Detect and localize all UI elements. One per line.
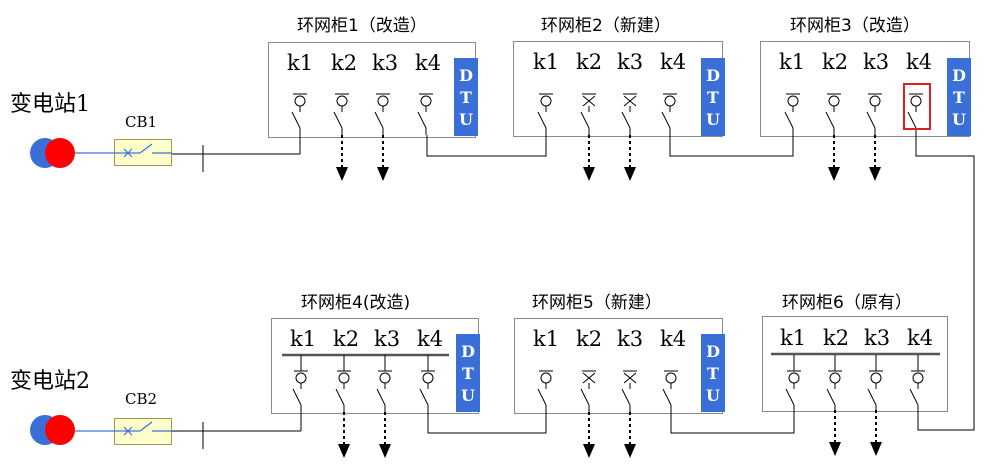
breaker-2-label: CB2 bbox=[125, 390, 158, 408]
cabinet-6-switch-k2 bbox=[826, 355, 842, 410]
cabinet-1-switch-k3 bbox=[374, 93, 390, 135]
cabinet-2-switch-k3 bbox=[621, 93, 637, 135]
cab6-k3-label: k3 bbox=[864, 326, 891, 350]
cab4-k4-label: k4 bbox=[417, 327, 444, 351]
cabinet-6-k2-feeder-arrow bbox=[829, 410, 841, 456]
cabinet-3-switch-k2 bbox=[825, 93, 841, 135]
cab3-k3-label: k3 bbox=[863, 50, 890, 74]
cab3-k1-label: k1 bbox=[779, 50, 806, 74]
cabinet-5-k2-feeder-arrow bbox=[583, 412, 595, 458]
cabinet-4-k3-feeder-arrow bbox=[379, 412, 391, 458]
station-1-label: 变电站1 bbox=[10, 92, 90, 117]
breaker-2-symbol bbox=[118, 421, 172, 436]
cabinet-1-switch-k4 bbox=[417, 93, 433, 135]
cab5-k2-label: k2 bbox=[576, 327, 603, 351]
cabinet-3-k2-feeder-arrow bbox=[828, 135, 840, 181]
cab2-k2-label: k2 bbox=[576, 50, 603, 74]
cab1-k2-label: k2 bbox=[331, 51, 358, 75]
breaker-1-symbol bbox=[118, 143, 172, 158]
cabinet-6-box bbox=[762, 316, 948, 412]
cabinet-5-switch-k2 bbox=[580, 370, 596, 412]
cabinet-4-switch-k2 bbox=[335, 355, 351, 412]
cabinet-5-k3-feeder-arrow bbox=[624, 412, 636, 458]
cabinet-5-switch-k3 bbox=[621, 370, 637, 412]
cabinet-3-switch-k1 bbox=[784, 93, 800, 135]
breaker-1-label: CB1 bbox=[125, 113, 158, 131]
cabinet-1-switch-k2 bbox=[333, 93, 349, 135]
cab6-k4-label: k4 bbox=[907, 326, 934, 350]
cabinet-2-switch-k4 bbox=[661, 93, 677, 135]
cabinet-1-title: 环网柜1（改造） bbox=[297, 16, 427, 36]
cabinet-6-title: 环网柜6（原有） bbox=[782, 293, 912, 313]
station-2-label: 变电站2 bbox=[10, 369, 90, 394]
cabinet-4-k2-feeder-arrow bbox=[338, 412, 350, 458]
cab4-k1-label: k1 bbox=[290, 327, 317, 351]
cab1-k3-label: k3 bbox=[372, 51, 399, 75]
cabinet-1-k2-feeder-arrow bbox=[336, 135, 348, 181]
cabinet-3-title: 环网柜3（改造） bbox=[790, 16, 920, 36]
cab4-k3-label: k3 bbox=[374, 327, 401, 351]
cab3-k2-label: k2 bbox=[822, 50, 849, 74]
cabinet-3-k4-highlight bbox=[903, 83, 931, 130]
cab6-k1-label: k1 bbox=[780, 326, 807, 350]
cab2-k1-label: k1 bbox=[533, 50, 560, 74]
cabinet-6-switch-k1 bbox=[785, 355, 801, 410]
cabinet-4-switch-k3 bbox=[376, 355, 392, 412]
cabinet-2-k3-feeder-arrow bbox=[624, 135, 636, 181]
cab3-k4-label: k4 bbox=[906, 50, 933, 74]
cab5-k3-label: k3 bbox=[617, 327, 644, 351]
cab2-k4-label: k4 bbox=[660, 50, 687, 74]
cab4-k2-label: k2 bbox=[333, 327, 360, 351]
cabinet-5-switch-k1 bbox=[537, 370, 553, 412]
cabinet-3-k3-feeder-arrow bbox=[869, 135, 881, 181]
cabinet-5-title: 环网柜5（新建） bbox=[532, 293, 662, 313]
cab2-k3-label: k3 bbox=[617, 50, 644, 74]
cabinet-6-k3-feeder-arrow bbox=[870, 410, 882, 456]
cabinet-2-switch-k1 bbox=[537, 93, 553, 135]
cab6-k2-label: k2 bbox=[823, 326, 850, 350]
source-2-red bbox=[45, 415, 75, 445]
cab5-k4-label: k4 bbox=[660, 327, 687, 351]
cabinet-6-switch-k3 bbox=[867, 355, 883, 410]
cabinet-2-title: 环网柜2（新建） bbox=[541, 16, 671, 36]
cabinet-4-switch-k1 bbox=[292, 355, 308, 412]
cabinet-2-switch-k2 bbox=[580, 93, 596, 135]
cabinet-4-switch-k4 bbox=[419, 355, 435, 412]
cab1-k1-label: k1 bbox=[287, 51, 314, 75]
cabinet-1-k3-feeder-arrow bbox=[377, 135, 389, 181]
cabinet-4-title: 环网柜4(改造) bbox=[301, 293, 411, 313]
cabinet-6-switch-k4 bbox=[909, 355, 925, 410]
source-1-red bbox=[45, 138, 75, 168]
cab1-k4-label: k4 bbox=[415, 51, 442, 75]
cabinet-1-switch-k1 bbox=[291, 93, 307, 135]
cabinet-2-k2-feeder-arrow bbox=[583, 135, 595, 181]
cabinet-3-switch-k3 bbox=[866, 93, 882, 135]
cabinet-5-switch-k4 bbox=[662, 370, 678, 412]
cab5-k1-label: k1 bbox=[533, 327, 560, 351]
